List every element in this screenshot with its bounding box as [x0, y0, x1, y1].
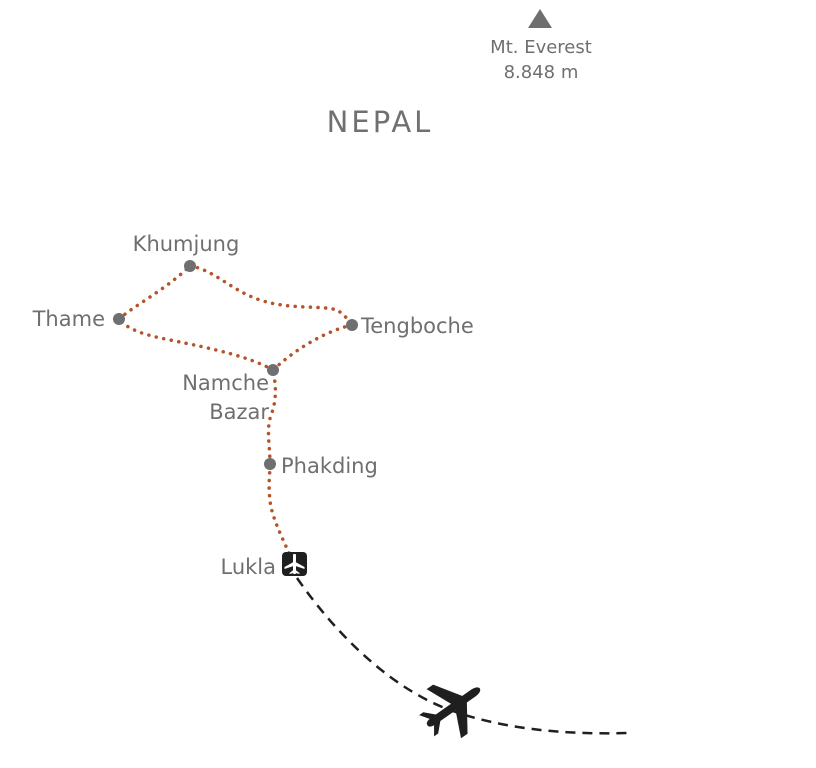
label-lukla: Lukla: [220, 555, 276, 579]
airplane-icon: [419, 684, 481, 739]
label-tengboche: Tengboche: [360, 314, 474, 338]
label-namche-line1: Namche: [182, 371, 269, 395]
label-thame: Thame: [32, 307, 105, 331]
label-namche-line2: Bazar: [209, 400, 269, 424]
label-phakding: Phakding: [281, 454, 378, 478]
trekking-route: [117, 264, 354, 555]
marker-phakding: [264, 458, 276, 470]
trail-tengboche-namche: [271, 323, 354, 372]
marker-tengboche: [346, 319, 358, 331]
country-label: NEPAL: [327, 105, 434, 139]
trail-khumjung-tengboche: [188, 264, 354, 327]
marker-thame: [113, 313, 125, 325]
peak-name: Mt. Everest: [490, 37, 592, 58]
peak-elevation: 8.848 m: [504, 62, 579, 83]
trail-thame-khumjung: [117, 264, 192, 321]
airport-icon: [282, 552, 307, 576]
label-khumjung: Khumjung: [133, 232, 240, 256]
marker-khumjung: [184, 260, 196, 272]
trail-lukla-phakding: [267, 462, 291, 555]
marker-namche-bazar: [267, 364, 279, 376]
trail-namche-thame: [117, 317, 275, 372]
mountain-triangle-icon: [528, 9, 552, 28]
trail-phakding-namche: [266, 368, 278, 466]
